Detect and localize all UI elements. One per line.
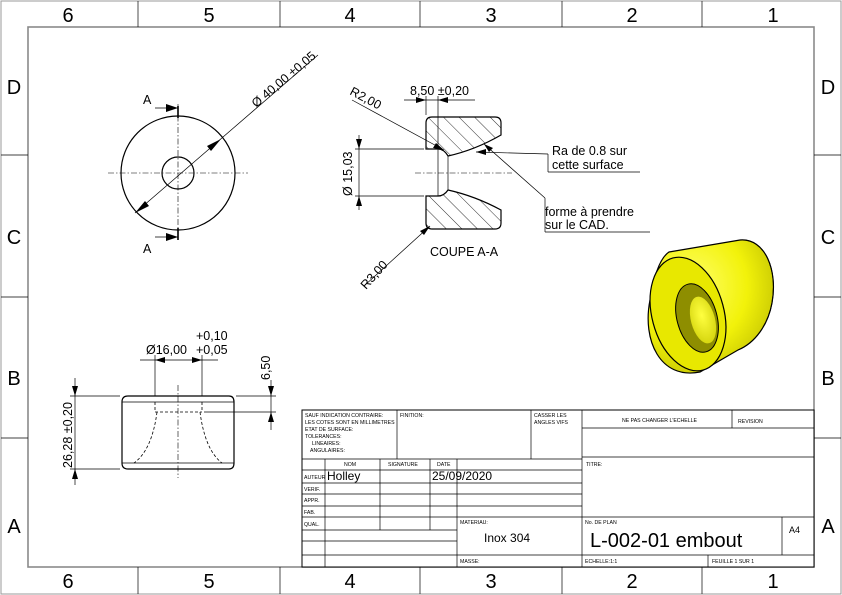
section-radius-top: R2,00 bbox=[348, 84, 384, 112]
tb-row-verif: VERIF. bbox=[304, 487, 320, 493]
tb-sheet-label: FEUILLE 1 SUR 1 bbox=[712, 559, 754, 565]
note-roughness-line1: Ra de 0.8 sur bbox=[552, 144, 627, 158]
front-diameter-dimension: Ø 40,00 ±0,05 bbox=[249, 49, 319, 111]
tb-break-edges-2: ANGLES VIFS bbox=[534, 420, 569, 426]
zone-col-top-1: 1 bbox=[767, 5, 778, 27]
side-view: +0,10 Ø16,00 +0,05 6,50 26,28 ±0,20 bbox=[61, 329, 276, 485]
note-roughness-line2: cette surface bbox=[552, 158, 624, 172]
note-shape-line1: forme à prendre bbox=[545, 205, 634, 219]
tb-row-fab: FAB. bbox=[304, 510, 315, 516]
side-depth-dimension: 6,50 bbox=[259, 356, 273, 380]
tb-col-name: NOM bbox=[344, 462, 356, 468]
section-title: COUPE A-A bbox=[430, 245, 499, 259]
zone-col-bottom-5: 5 bbox=[203, 571, 214, 593]
zone-col-bottom-3: 3 bbox=[485, 571, 496, 593]
tb-note-5: LINEAIRES: bbox=[312, 441, 341, 447]
tb-author-date: 25/09/2020 bbox=[432, 469, 492, 483]
section-letter-top: A bbox=[143, 93, 152, 107]
zone-col-top-6: 6 bbox=[62, 5, 73, 27]
side-tol-upper: +0,10 bbox=[196, 329, 228, 343]
tb-col-date: DATE bbox=[437, 462, 451, 468]
tb-note-3: ETAT DE SURFACE: bbox=[305, 427, 353, 433]
section-bore-dimension: Ø 15,03 bbox=[341, 151, 355, 196]
zone-col-top-3: 3 bbox=[485, 5, 496, 27]
tb-revision: REVISION bbox=[738, 419, 763, 425]
tb-material-value: Inox 304 bbox=[484, 531, 530, 545]
tb-finish-label: FINITION: bbox=[400, 413, 424, 419]
tb-drawing-no-value: L-002-01 embout bbox=[590, 530, 743, 552]
zone-row-left-d: D bbox=[7, 77, 21, 99]
zone-row-right-a: A bbox=[821, 516, 835, 538]
title-block: SAUF INDICATION CONTRAIRE: LES COTES SON… bbox=[301, 409, 815, 568]
zone-row-right-b: B bbox=[821, 368, 834, 390]
zone-col-top-5: 5 bbox=[203, 5, 214, 27]
tb-material-label: MATERIAU: bbox=[460, 520, 488, 526]
zone-col-bottom-2: 2 bbox=[626, 571, 637, 593]
tb-row-author: AUTEUR bbox=[304, 475, 326, 481]
zone-row-right-d: D bbox=[821, 77, 835, 99]
side-diameter-dimension: Ø16,00 bbox=[146, 343, 187, 357]
tb-break-edges-1: CASSER LES bbox=[534, 413, 567, 419]
tb-no-scale: NE PAS CHANGER L'ECHELLE bbox=[622, 418, 698, 424]
section-letter-bottom: A bbox=[143, 242, 152, 256]
isometric-view bbox=[647, 239, 774, 374]
zone-row-left-c: C bbox=[7, 227, 21, 249]
tb-row-qual: QUAL. bbox=[304, 522, 320, 528]
zone-col-bottom-6: 6 bbox=[62, 571, 73, 593]
tb-col-signature: SIGNATURE bbox=[388, 462, 418, 468]
zone-col-bottom-4: 4 bbox=[344, 571, 355, 593]
note-shape-line2: sur le CAD. bbox=[545, 218, 609, 232]
tb-note-4: TOLERANCES: bbox=[305, 434, 342, 440]
tb-note-1: SAUF INDICATION CONTRAIRE: bbox=[305, 413, 383, 419]
tb-note-2: LES COTES SONT EN MILLIMETRES bbox=[305, 420, 395, 426]
tb-mass-label: MASSE: bbox=[460, 559, 480, 565]
tb-note-6: ANGULAIRES: bbox=[310, 448, 345, 454]
front-view: A A Ø 40,00 ±0,05 bbox=[108, 49, 319, 256]
section-width-dimension: 8,50 ±0,20 bbox=[410, 84, 469, 98]
tb-row-appr: APPR. bbox=[304, 498, 320, 504]
side-tol-lower: +0,05 bbox=[196, 343, 228, 357]
tb-author-name: Holley bbox=[327, 469, 360, 483]
side-height-dimension: 26,28 ±0,20 bbox=[61, 402, 75, 468]
section-view: 8,50 ±0,20 Ø 15,03 R2,00 R3,00 Ra de 0.8… bbox=[341, 84, 650, 292]
zone-row-left-a: A bbox=[7, 516, 21, 538]
zone-row-right-c: C bbox=[821, 227, 835, 249]
zone-row-left-b: B bbox=[7, 368, 20, 390]
section-radius-bottom: R3,00 bbox=[358, 258, 391, 292]
zone-col-top-2: 2 bbox=[626, 5, 637, 27]
zone-col-top-4: 4 bbox=[344, 5, 355, 27]
zone-col-bottom-1: 1 bbox=[767, 571, 778, 593]
tb-format: A4 bbox=[789, 525, 800, 535]
tb-scale-label: ECHELLE:1:1 bbox=[585, 559, 617, 565]
tb-title-label: TITRE: bbox=[586, 462, 602, 468]
tb-drawing-no-label: No. DE PLAN bbox=[585, 520, 617, 526]
